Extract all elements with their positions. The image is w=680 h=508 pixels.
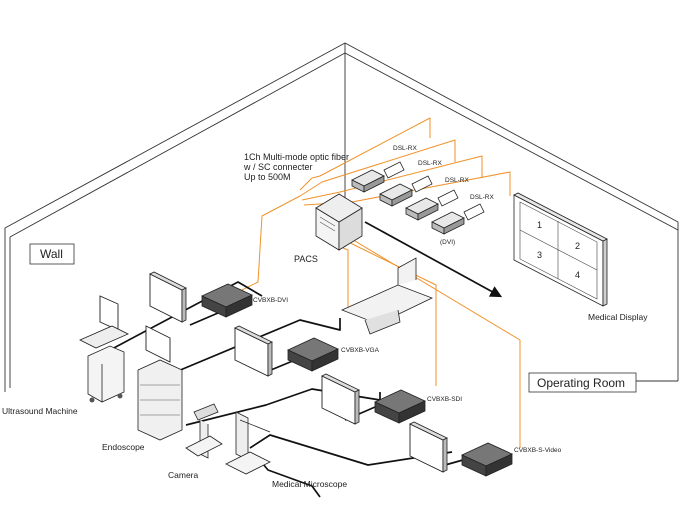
fiber-line-rx1: [299, 117, 431, 191]
transmitter-dvi-label: CVBXB-DVI: [253, 297, 288, 304]
room-walls: [4, 42, 679, 392]
operating-table: [340, 257, 434, 335]
transmitter-dvi: CVBXB-DVI: [201, 283, 288, 318]
fiber-spec-line-1: 1Ch Multi-mode optic fiber: [244, 152, 349, 162]
monitor-group: [149, 271, 448, 473]
fiber-spec-line-2: w / SC connecter: [243, 162, 313, 172]
pacs-label: PACS: [294, 254, 318, 264]
display-panel-1: 1: [537, 220, 542, 230]
operating-room-label: Operating Room: [537, 376, 625, 390]
cable-camera: [185, 388, 381, 426]
fiber-line-vga: [325, 240, 349, 310]
medical-display: 1 2 3 4: [513, 192, 608, 307]
monitor-1: [149, 271, 187, 323]
transmitter-vga: CVBXB-VGA: [287, 337, 380, 372]
cable-microscope: [249, 434, 453, 466]
transmitter-vga-label: CVBXB-VGA: [341, 347, 380, 354]
camera-device: [185, 403, 223, 459]
text-labels: 1Ch Multi-mode optic fiber w / SC connec…: [2, 152, 648, 489]
transmitter-svideo: CVBXB-S-Video: [461, 442, 562, 477]
arrow-to-display: [364, 221, 503, 298]
receiver-1-label: DSL-RX: [393, 145, 418, 152]
ultrasound-machine: [79, 295, 129, 403]
receiver-2: DSL-RX: [379, 160, 443, 207]
operating-room-label-box: Operating Room: [528, 372, 637, 393]
display-panel-4: 4: [575, 270, 580, 280]
cable-endoscope: [165, 318, 341, 377]
display-panel-3: 3: [537, 250, 542, 260]
fiber-spec-line-3: Up to 500M: [244, 172, 291, 182]
ultrasound-label: Ultrasound Machine: [2, 406, 78, 416]
dvi-note: (DVI): [440, 239, 455, 246]
cable-ultrasound: [109, 281, 263, 351]
transmitter-svideo-label: CVBXB-S-Video: [514, 447, 562, 454]
receiver-3: DSL-RX: [405, 177, 470, 221]
fiber-line-sdi: [339, 237, 437, 386]
wall-label: Wall: [40, 247, 63, 261]
endoscope-label: Endoscope: [102, 442, 145, 452]
medical-display-label: Medical Display: [588, 312, 648, 322]
transmitter-sdi-label: CVBXB-SDI: [427, 396, 462, 403]
microscope-device: [225, 411, 271, 475]
receiver-1: DSL-RX: [351, 145, 418, 193]
fiber-line-rx3: [301, 155, 483, 201]
monitor-3: [321, 373, 360, 425]
fiber-line-svideo: [339, 231, 521, 448]
receiver-3-label: DSL-RX: [445, 177, 470, 184]
pacs-server: [315, 193, 363, 251]
fiber-line-rx2: [299, 139, 456, 197]
wall-label-box: Wall: [29, 243, 75, 265]
receiver-2-label: DSL-RX: [418, 160, 443, 167]
endoscope-tower: [137, 325, 183, 441]
transmitter-sdi: CVBXB-SDI: [374, 389, 462, 424]
monitor-2: [234, 325, 273, 377]
fiber-line-dvi: [237, 195, 301, 293]
receiver-group: DSL-RX DSL-RX DSL-RX DSL-RX: [351, 145, 495, 235]
camera-label: Camera: [168, 470, 199, 480]
receiver-4-label: DSL-RX: [470, 194, 495, 201]
microscope-label: Medical Microscope: [272, 479, 347, 489]
cable-lower: [257, 457, 321, 498]
monitor-4: [409, 421, 448, 473]
display-panel-2: 2: [575, 241, 580, 251]
receiver-4: DSL-RX: [431, 194, 495, 235]
transmitter-group: CVBXB-DVI CVBXB-VGA CVBXB-SDI CVBXB-S-Vi…: [201, 283, 562, 477]
